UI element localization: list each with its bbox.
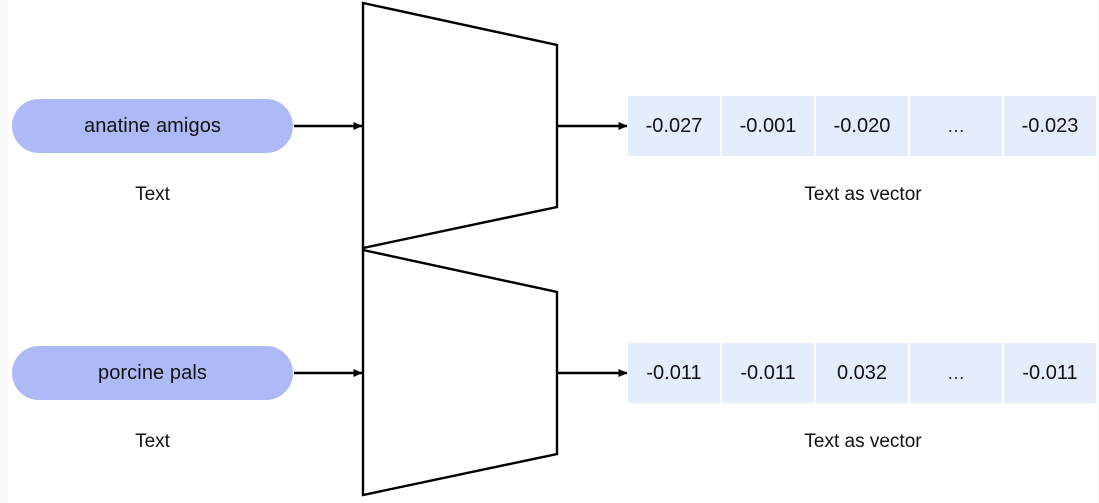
vector-row-1: -0.011 -0.011 0.032 … -0.011 (628, 343, 1096, 403)
input-pill-label-row-0: anatine amigos (83, 114, 222, 137)
right-edge-strip (1097, 0, 1099, 503)
vector-cell-ellipsis: … (910, 96, 1002, 156)
vector-cell: -0.027 (628, 96, 720, 156)
vector-cell: -0.011 (722, 343, 814, 403)
input-pill-row-1[interactable]: porcine pals (12, 346, 293, 400)
input-caption-row-1: Text (135, 431, 170, 452)
input-caption-row-0: Text (135, 184, 170, 205)
vector-row-0: -0.027 -0.001 -0.020 … -0.023 (628, 96, 1096, 156)
left-edge-strip (0, 0, 8, 503)
vector-cell: -0.011 (628, 343, 720, 403)
output-caption-row-0: Text as vector (804, 184, 922, 205)
vector-cell-ellipsis: … (910, 343, 1002, 403)
vector-cell: -0.011 (1004, 343, 1096, 403)
input-pill-row-0[interactable]: anatine amigos (12, 99, 293, 153)
vector-cell: 0.032 (816, 343, 908, 403)
embedding-model-shape-row-0[interactable] (361, 1, 559, 250)
vector-cell: -0.023 (1004, 96, 1096, 156)
vector-cell: -0.001 (722, 96, 814, 156)
output-caption-row-1: Text as vector (804, 431, 922, 452)
input-pill-label-row-1: porcine pals (97, 361, 208, 384)
vector-cell: -0.020 (816, 96, 908, 156)
embedding-model-shape-row-1[interactable] (361, 248, 559, 497)
